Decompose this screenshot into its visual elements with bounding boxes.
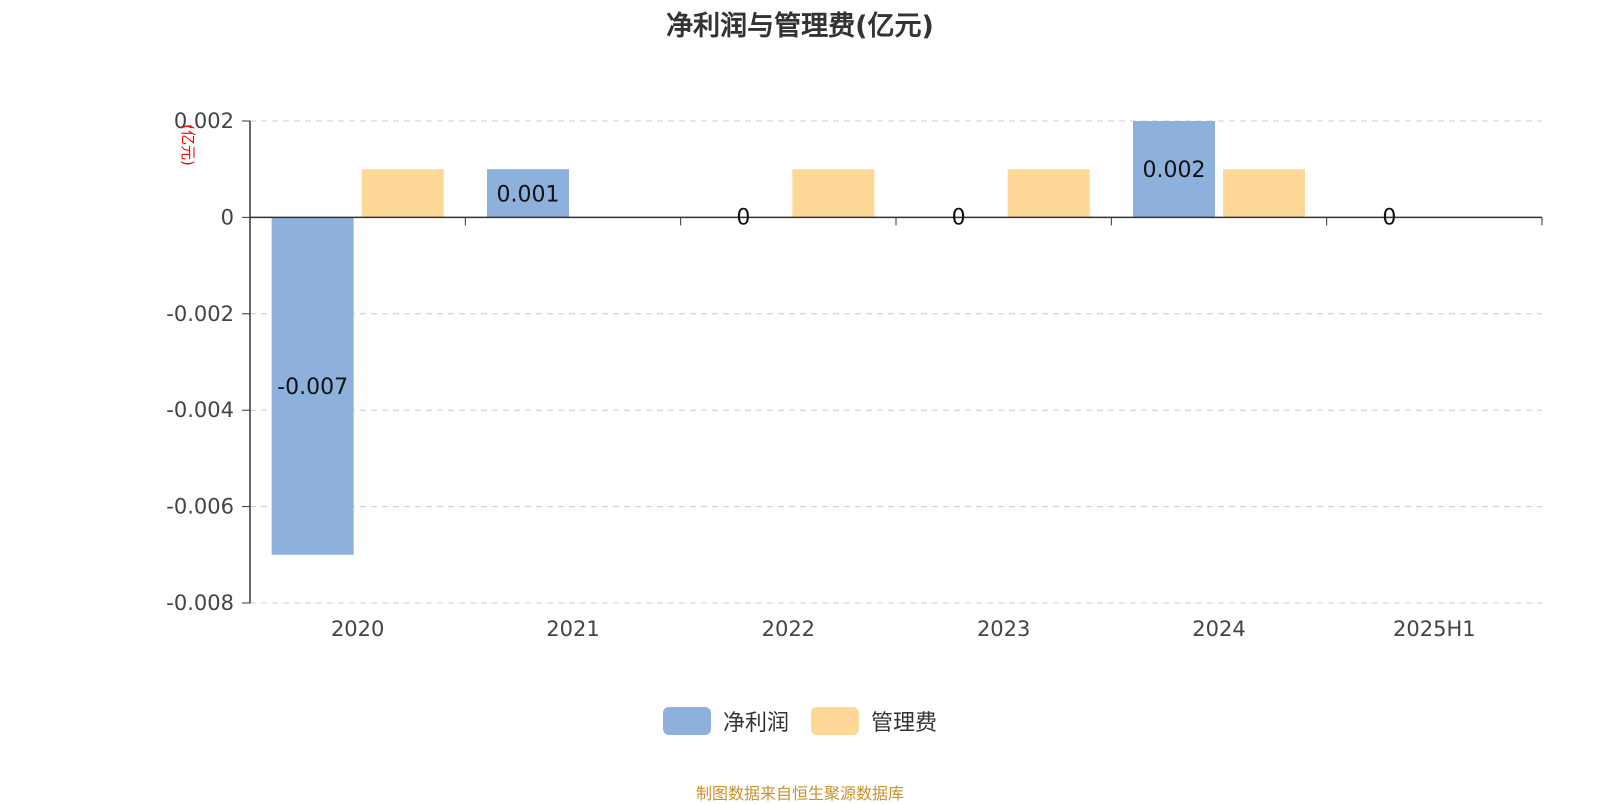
bar-admin-expense [792,169,875,218]
legend-swatch [811,707,859,735]
x-tick-label: 2020 [331,617,384,641]
data-label: 0 [952,205,966,230]
y-tick-label: 0 [221,205,234,229]
bar-net-profit [1133,121,1215,218]
y-tick-label: -0.004 [166,398,234,422]
data-label: 0.001 [497,182,560,207]
source-note: 制图数据来自恒生聚源数据库 [695,784,904,803]
x-tick-label: 2022 [762,617,815,641]
x-tick-label: 2025H1 [1393,617,1476,641]
data-label: -0.007 [277,375,348,400]
data-label: 0 [1382,205,1396,230]
legend-item-admin-expense[interactable]: 管理费 [811,705,937,737]
bar-admin-expense [1223,169,1305,218]
y-axis-unit-label: (亿元) [179,124,197,166]
bar-net-profit [487,169,569,218]
data-label: 0.002 [1143,158,1206,183]
legend-item-net-profit[interactable]: 净利润 [662,705,789,737]
y-tick-label: -0.006 [166,495,234,519]
legend-label: 管理费 [871,711,938,736]
data-labels: -0.007 0.001 0 0 0.002 0 [277,158,1396,400]
x-tick-label: 2024 [1192,617,1245,641]
legend: 净利润 管理费 [0,705,1600,737]
x-tick-label: 2021 [546,617,599,641]
chart-title: 净利润与管理费(亿元) [666,11,934,42]
x-tick-label: 2023 [977,617,1030,641]
axes: 0.002 0 -0.002 -0.004 -0.006 -0.008 2020 2021 20… [166,109,1543,641]
y-tick-label: 0.002 [174,109,234,133]
y-tick-label: -0.002 [166,302,234,326]
legend-label: 净利润 [722,711,789,736]
grid-lines [250,120,1542,604]
data-label: 0 [736,205,750,230]
bars [271,121,1305,555]
legend-swatch [662,707,711,735]
bar-admin-expense [361,169,444,218]
bar-net-profit [271,217,354,555]
bar-admin-expense [1007,169,1090,218]
y-tick-label: -0.008 [166,591,234,615]
